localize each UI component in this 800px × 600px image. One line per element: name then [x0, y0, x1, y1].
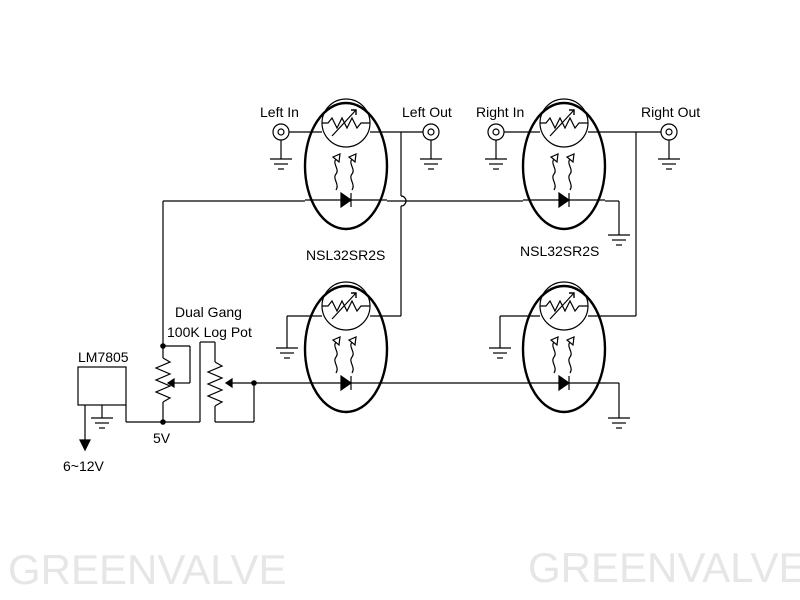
supply-label: 6~12V [63, 458, 105, 474]
optocoupler-right-top [521, 97, 607, 231]
optocoupler-right-bottom [521, 280, 607, 414]
pot-label-line2: 100K Log Pot [167, 324, 252, 340]
ground-symbol [607, 417, 631, 429]
right-in-jack [487, 123, 505, 141]
right-out-jack [660, 123, 678, 141]
optocoupler-left-bottom [303, 280, 389, 414]
ground-symbol [419, 158, 443, 170]
right-out-label: Right Out [641, 104, 700, 120]
ground-symbol [607, 234, 631, 246]
led-wiring [162, 200, 620, 418]
jack-ground-wires [280, 140, 670, 159]
nsl-right-label: NSL32SR2S [520, 243, 599, 259]
nsl-left-label: NSL32SR2S [306, 247, 385, 263]
ground-symbol [275, 347, 299, 359]
right-in-label: Right In [476, 104, 524, 120]
ground-symbol [269, 158, 293, 170]
regulator-wiring [79, 405, 163, 452]
left-out-label: Left Out [402, 104, 452, 120]
lm7805-regulator [77, 366, 127, 406]
optocoupler-left-top [303, 97, 389, 231]
left-in-jack [272, 123, 290, 141]
left-out-jack [422, 123, 440, 141]
dual-gang-potentiometer [154, 341, 255, 423]
ground-symbol [657, 158, 681, 170]
ground-symbol [484, 158, 508, 170]
watermark-right: GREENVALVE [528, 544, 800, 591]
watermark-left: GREENVALVE [8, 546, 287, 593]
audio-wiring [286, 131, 661, 348]
five-volt-label: 5V [153, 430, 171, 446]
pot-label-line1: Dual Gang [175, 304, 242, 320]
ground-symbol [90, 417, 114, 429]
regulator-label: LM7805 [78, 349, 129, 365]
ground-symbol [488, 347, 512, 359]
left-in-label: Left In [260, 104, 299, 120]
